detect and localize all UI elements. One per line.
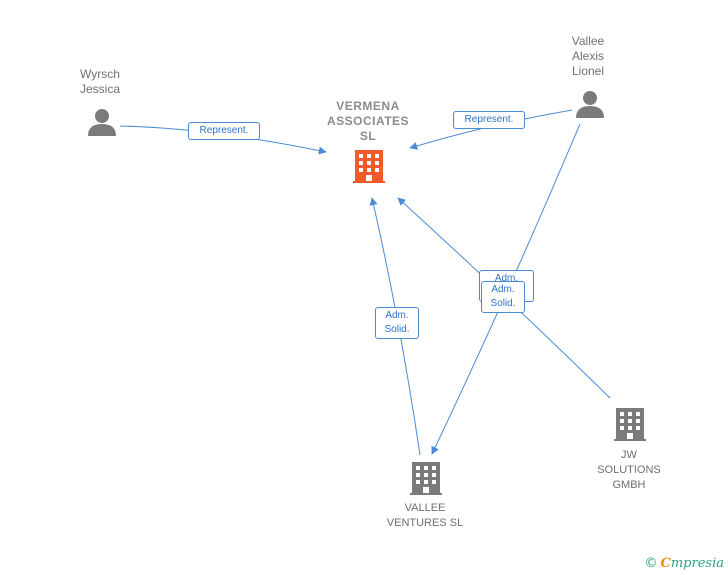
node-label-vallee-alexis-lionel[interactable]: Vallee Alexis Lionel bbox=[571, 34, 605, 78]
node-label-jw-solutions[interactable]: JW SOLUTIONS GMBH bbox=[597, 449, 661, 491]
edge-label-adm-solid: Adm. Solid. bbox=[481, 281, 525, 313]
building-icon[interactable] bbox=[410, 462, 442, 495]
person-icon[interactable] bbox=[88, 109, 116, 136]
building-icon[interactable] bbox=[353, 150, 385, 183]
copyright-symbol: © bbox=[644, 556, 658, 571]
edge-label-represent: Represent. bbox=[188, 122, 260, 140]
edge-label-represent: Represent. bbox=[453, 111, 525, 129]
brand-initial: C bbox=[660, 556, 671, 571]
empresia-logo: ©Cmpresia bbox=[645, 556, 725, 571]
node-label-wyrsch-jessica[interactable]: Wyrsch Jessica bbox=[79, 67, 120, 96]
person-icon[interactable] bbox=[576, 91, 604, 118]
building-icon[interactable] bbox=[614, 408, 646, 441]
node-label-vermena[interactable]: VERMENA ASSOCIATES SL bbox=[326, 99, 410, 143]
brand-name: mpresia bbox=[670, 556, 724, 571]
node-label-vallee-ventures[interactable]: VALLEE VENTURES SL bbox=[386, 502, 464, 529]
edge-label-adm-solid: Adm. Solid. bbox=[375, 307, 419, 339]
